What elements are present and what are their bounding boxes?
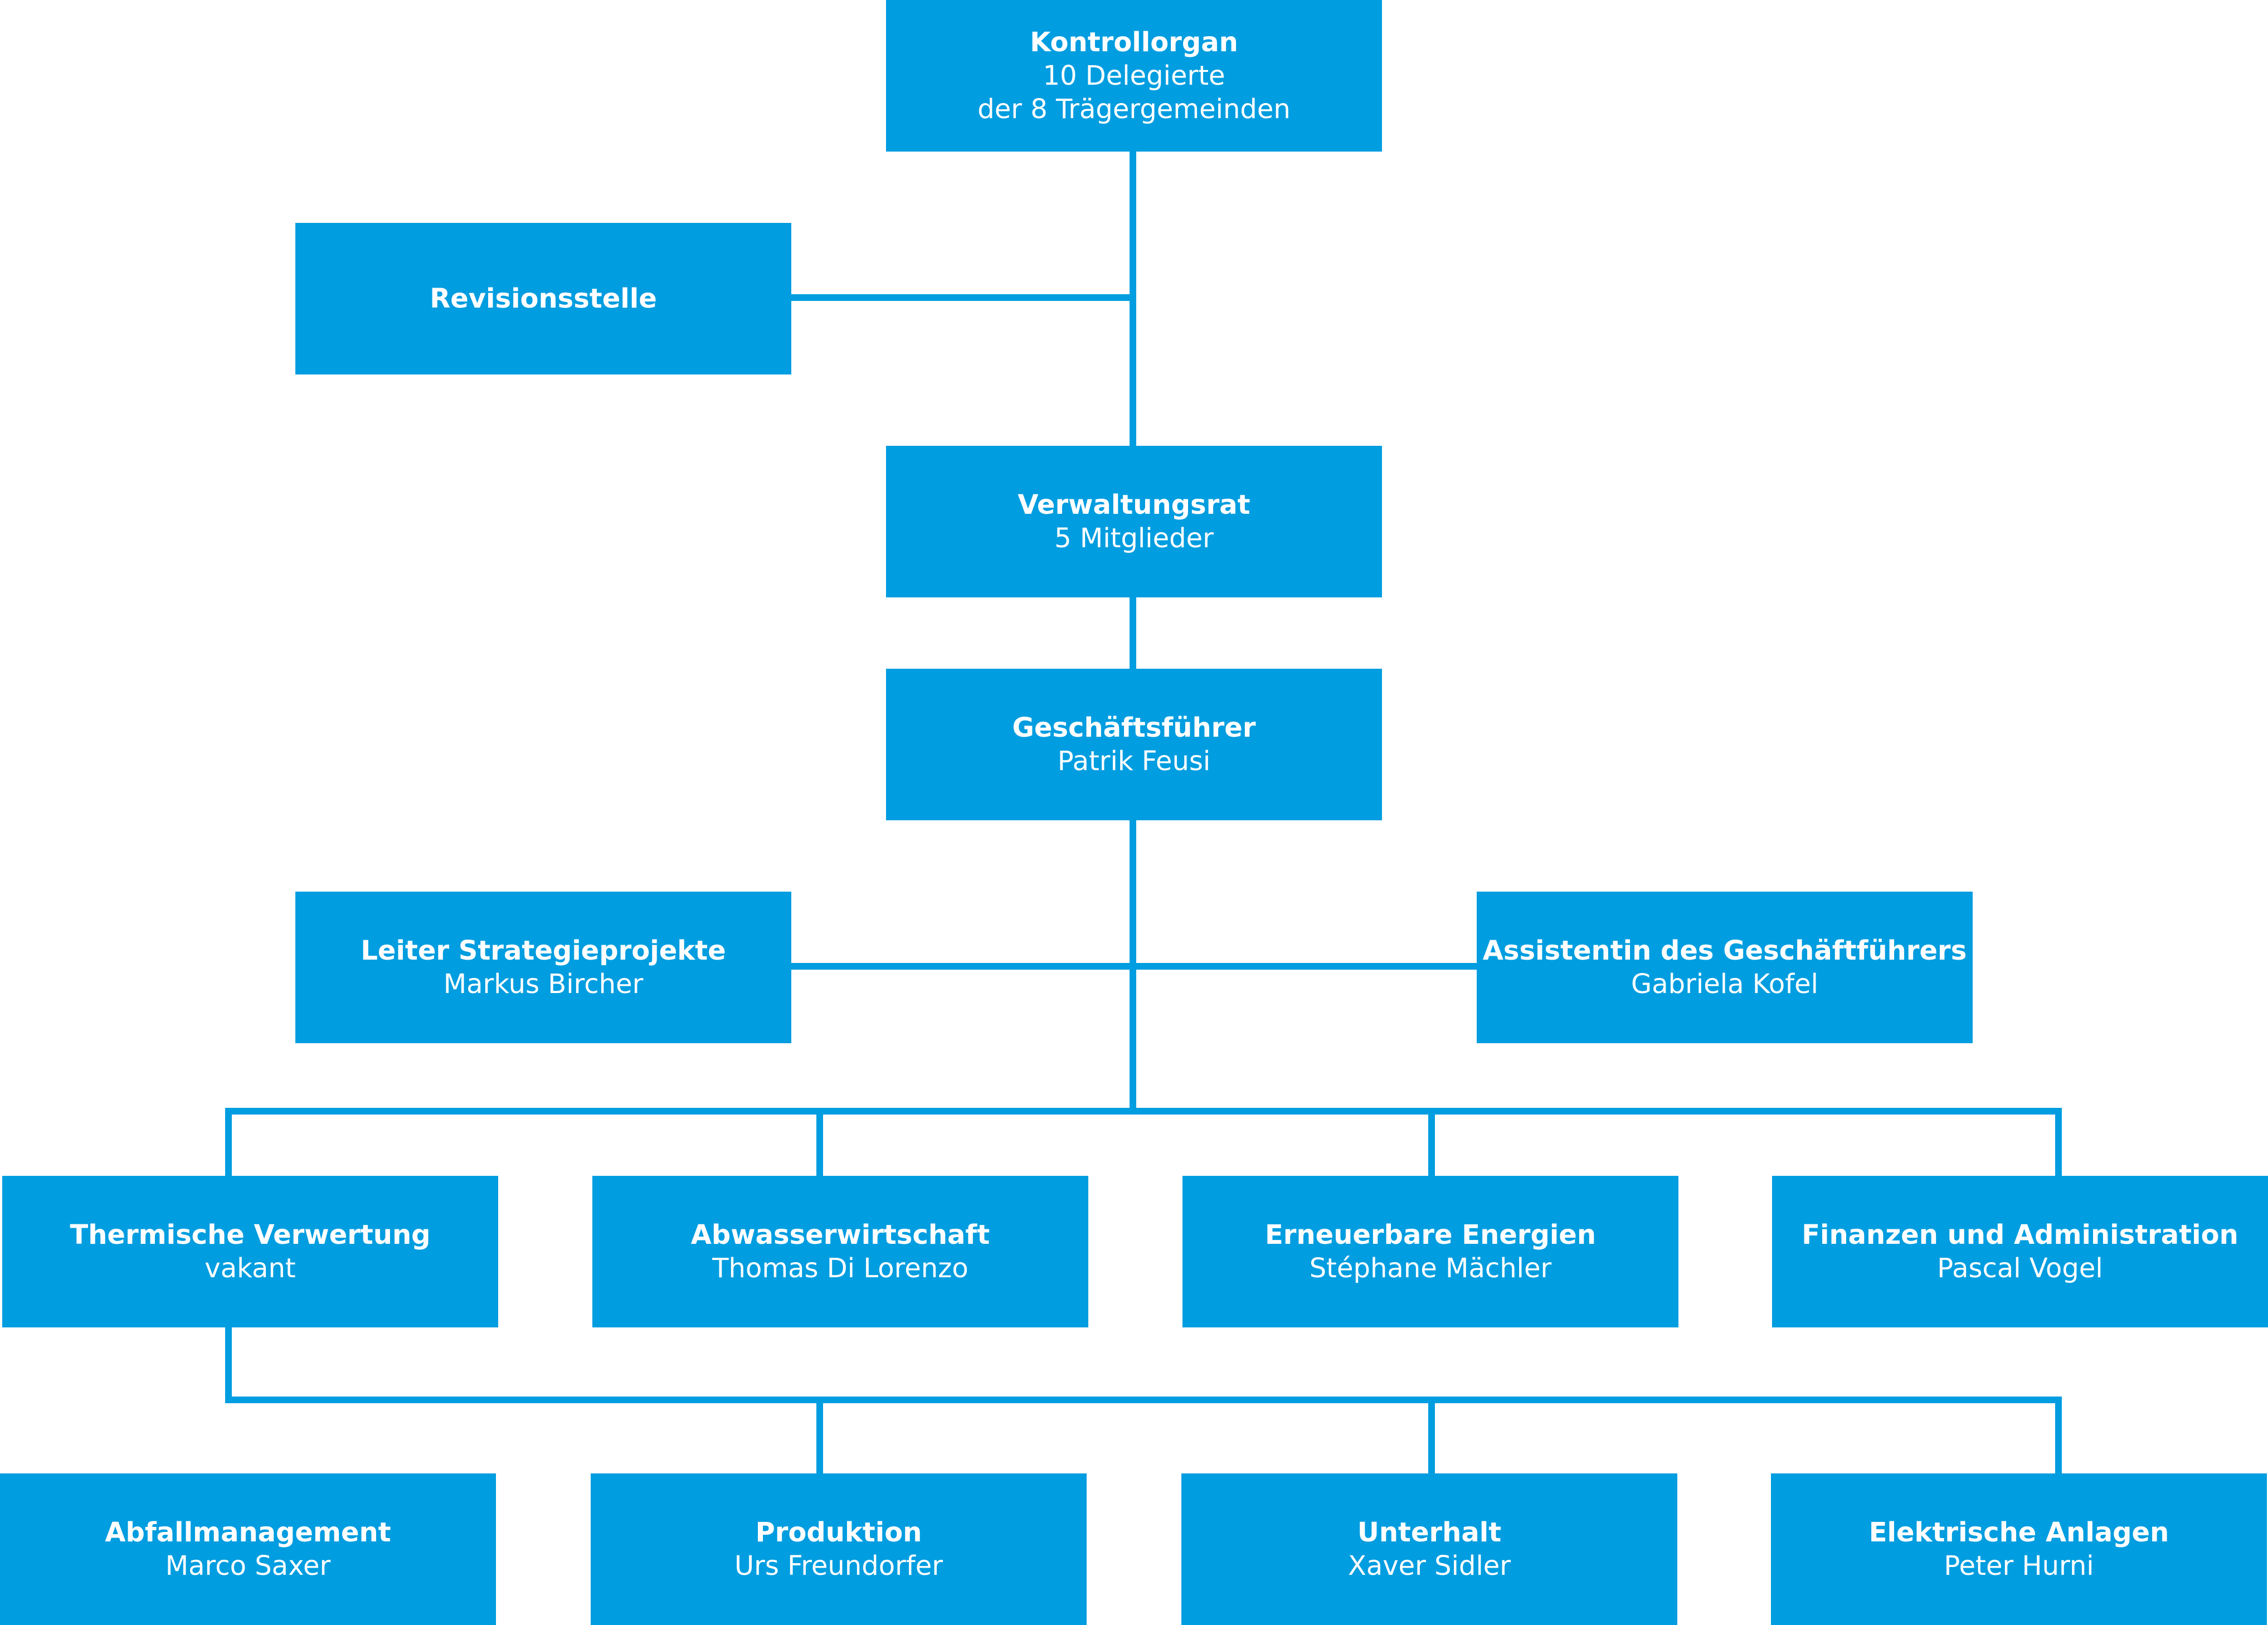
connector-drop-thermisch <box>225 1108 232 1178</box>
connector-drop-finanzen <box>2055 1108 2062 1178</box>
box-subtitle: Peter Hurni <box>1944 1550 2094 1582</box>
box-line-1: 10 Delegierte <box>1043 60 1225 91</box>
box-title: Abfallmanagement <box>105 1517 391 1548</box>
box-elektrische-anlagen: Elektrische Anlagen Peter Hurni <box>1771 1473 2267 1625</box>
box-subtitle: Pascal Vogel <box>1937 1253 2103 1284</box>
box-subtitle: Markus Bircher <box>443 969 644 1000</box>
box-title: Geschäftsführer <box>1012 712 1256 743</box>
box-verwaltungsrat: Verwaltungsrat 5 Mitglieder <box>886 446 1382 597</box>
box-title: Revisionsstelle <box>430 283 657 314</box>
box-subtitle: Gabriela Kofel <box>1631 969 1818 1000</box>
connector-drop-abwasser <box>816 1108 823 1178</box>
box-finanzen-administration: Finanzen und Administration Pascal Vogel <box>1772 1176 2268 1327</box>
box-leiter-strategieprojekte: Leiter Strategieprojekte Markus Bircher <box>295 892 791 1043</box>
box-title: Thermische Verwertung <box>70 1219 431 1251</box>
box-title: Assistentin des Geschäftführers <box>1482 935 1967 966</box>
connector-drop-unterhalt <box>1428 1397 1435 1475</box>
connector-main-vertical <box>1130 150 1136 1115</box>
box-subtitle: Marco Saxer <box>165 1550 331 1582</box>
box-line-2: der 8 Trägergemeinden <box>977 94 1291 125</box>
box-title: Kontrollorgan <box>1030 27 1238 58</box>
box-subtitle: vakant <box>205 1253 296 1284</box>
box-subtitle: Urs Freundorfer <box>734 1550 943 1582</box>
box-thermische-verwertung: Thermische Verwertung vakant <box>2 1176 498 1327</box>
box-title: Elektrische Anlagen <box>1868 1517 2169 1548</box>
box-title: Produktion <box>755 1517 922 1548</box>
box-subtitle: Xaver Sidler <box>1347 1550 1511 1582</box>
box-erneuerbare-energien: Erneuerbare Energien Stéphane Mächler <box>1182 1176 1678 1327</box>
box-geschaeftsfuehrer: Geschäftsführer Patrik Feusi <box>886 669 1382 820</box>
box-produktion: Produktion Urs Freundorfer <box>591 1473 1087 1625</box>
box-title: Abwasserwirtschaft <box>690 1219 990 1251</box>
box-title: Verwaltungsrat <box>1018 489 1250 520</box>
connector-staff-left <box>790 963 1133 970</box>
connector-staff-right <box>1133 963 1477 970</box>
box-abwasserwirtschaft: Abwasserwirtschaft Thomas Di Lorenzo <box>592 1176 1088 1327</box>
box-unterhalt: Unterhalt Xaver Sidler <box>1181 1473 1677 1625</box>
box-subtitle: Stéphane Mächler <box>1309 1253 1552 1284</box>
box-revisionsstelle: Revisionsstelle <box>295 223 791 374</box>
connector-revisionsstelle <box>790 294 1133 301</box>
box-title: Unterhalt <box>1357 1517 1502 1548</box>
box-subtitle: Patrik Feusi <box>1057 746 1211 777</box>
box-title: Finanzen und Administration <box>1802 1219 2238 1251</box>
connector-drop-erneuerbar <box>1428 1108 1435 1178</box>
box-subtitle: Thomas Di Lorenzo <box>712 1253 968 1284</box>
box-subtitle: 5 Mitglieder <box>1054 523 1214 554</box>
connector-sub-horizontal <box>225 1397 2062 1403</box>
box-abfallmanagement: Abfallmanagement Marco Saxer <box>0 1473 496 1625</box>
box-title: Erneuerbare Energien <box>1265 1219 1596 1251</box>
connector-drop-produktion <box>816 1397 823 1475</box>
connector-departments-horizontal <box>225 1108 2062 1115</box>
box-title: Leiter Strategieprojekte <box>361 935 726 966</box>
box-assistentin: Assistentin des Geschäftführers Gabriela… <box>1477 892 1973 1043</box>
box-kontrollorgan: Kontrollorgan 10 Delegierte der 8 Träger… <box>886 0 1382 152</box>
connector-thermisch-vertical <box>225 1325 232 1403</box>
connector-drop-elektrisch <box>2055 1397 2062 1475</box>
